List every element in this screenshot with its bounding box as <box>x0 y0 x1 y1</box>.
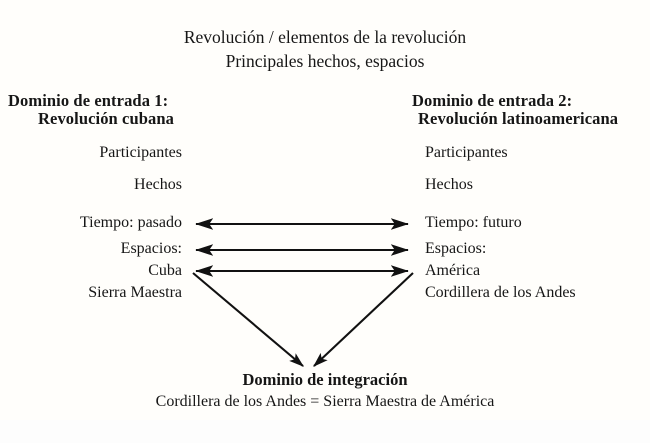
diagram-title: Revolución / elementos de la revolución … <box>0 28 650 71</box>
projection-arrow-left <box>192 272 304 367</box>
input-domain-1-heading-label: Dominio de entrada 1: <box>8 91 169 110</box>
input-domain-2-item-tiempo: Tiempo: futuro <box>425 214 522 231</box>
input-domain-1-item-tiempo: Tiempo: pasado <box>79 214 182 231</box>
bottom-band <box>0 420 650 443</box>
input-domain-2-subheading-label: Revolución latinoamericana <box>418 108 619 128</box>
integration-domain-heading: Dominio de integración <box>242 370 408 389</box>
integration-domain-formula: Cordillera de los Andes = Sierra Maestra… <box>155 393 495 410</box>
input-domain-2-heading-label: Dominio de entrada 2: <box>412 91 573 110</box>
input-domain-1-subheading-label: Revolución cubana <box>38 108 175 128</box>
input-domain-1-heading: Dominio de entrada 1: Revolución cubana <box>8 92 174 128</box>
input-domain-2-item-participantes: Participantes <box>425 144 508 161</box>
input-domain-1-item-espacios: Espacios: <box>120 240 182 257</box>
title-line-2: Principales hechos, espacios <box>225 50 425 71</box>
input-domain-2-item-espacios: Espacios: <box>425 240 487 257</box>
input-domain-2-item-america: América <box>425 262 481 279</box>
input-domain-2-heading: Dominio de entrada 2: Revolución latinoa… <box>412 92 618 128</box>
input-domain-2-item-hechos: Hechos <box>425 176 473 193</box>
input-domain-1-item-participantes: Participantes <box>99 144 182 161</box>
input-domain-1-item-cuba: Cuba <box>148 262 182 279</box>
input-domain-2-item-cordillera: Cordillera de los Andes <box>425 284 576 301</box>
input-domain-1-item-sierra-maestra: Sierra Maestra <box>88 284 182 301</box>
title-line-1: Revolución / elementos de la revolución <box>183 27 467 47</box>
input-domain-1-item-hechos: Hechos <box>134 176 182 193</box>
projection-arrow-right <box>313 272 414 367</box>
